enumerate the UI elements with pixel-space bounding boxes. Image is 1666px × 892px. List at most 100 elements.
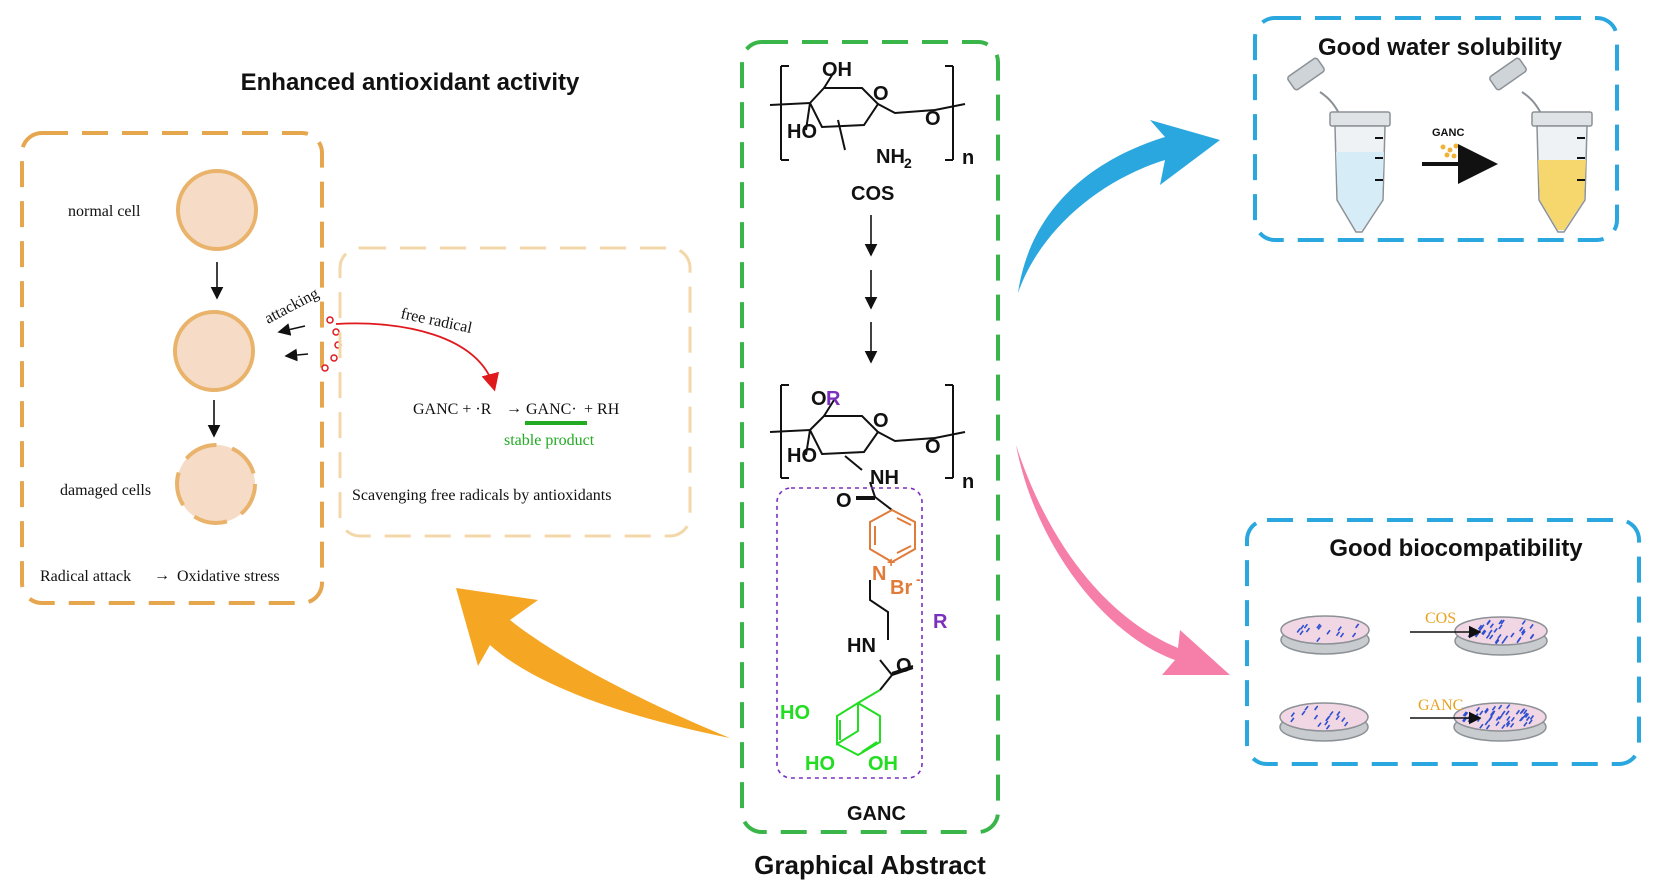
normal-cell [176, 169, 258, 251]
biocompat-box [1245, 518, 1641, 766]
cell-mark [1486, 619, 1491, 625]
cell-mark [1463, 711, 1469, 717]
cell-mark [1505, 720, 1511, 726]
cell-mark [1484, 720, 1489, 726]
free-radical-arrow [335, 322, 500, 392]
cell-mark [1506, 715, 1511, 721]
cell-mark [1317, 624, 1322, 630]
cell-mark [1503, 635, 1509, 641]
cell-mark [1521, 619, 1526, 625]
biocompat-title: Good biocompatibility [1329, 535, 1583, 562]
cell-mark [1326, 629, 1331, 635]
cell-mark [1296, 628, 1301, 633]
petri-dish-4 [1453, 702, 1547, 742]
normal-cell-label: normal cell [68, 203, 141, 220]
bromide-label: Br [890, 577, 912, 599]
ganc-link-o-label: O [925, 436, 941, 458]
cos-oh-label: OH [822, 59, 852, 81]
cell-mark [1484, 708, 1489, 714]
r-group-label: R [933, 611, 948, 633]
cell-mark [1501, 724, 1506, 730]
arrow-to-biocompat [1016, 445, 1230, 675]
solubility-title: Good water solubility [1318, 34, 1563, 61]
cell-mark [1337, 626, 1342, 632]
stable-product-underline [525, 421, 587, 425]
biocompat-cos-label: COS [1425, 610, 1456, 627]
antioxidant-title: Enhanced antioxidant activity [241, 69, 580, 96]
cell-mark [1498, 624, 1503, 630]
cell-mark [1314, 705, 1319, 711]
cell-mark [1509, 722, 1515, 728]
equation-left: GANC + ·R [413, 401, 492, 418]
cell-mark [1501, 710, 1506, 716]
free-radical-label: free radical [399, 305, 474, 337]
cell-mark [1488, 629, 1493, 635]
cell-mark [1326, 715, 1331, 721]
bottom-caption-arrow: → [154, 567, 170, 584]
cos-structure [769, 65, 966, 161]
cell-mark [1506, 704, 1511, 710]
amide-o-label: O [896, 655, 912, 677]
ganc-or-r: R [826, 388, 841, 410]
cell-mark [1525, 716, 1531, 722]
attack-arrow-1 [277, 323, 306, 336]
cell-mark [1495, 721, 1500, 727]
equation-right: + RH [584, 401, 620, 418]
scavenging-box [338, 246, 692, 538]
r-group-box [776, 487, 923, 779]
cell-mark [1523, 712, 1528, 718]
cell-mark [1329, 710, 1334, 716]
pyridinium-plus: + [887, 554, 895, 570]
damaged-cells-label: damaged cells [60, 482, 151, 499]
cell-mark [1517, 636, 1522, 642]
cell-mark [1484, 707, 1489, 713]
stable-product-label: stable product [504, 432, 595, 449]
cell-mark [1501, 639, 1506, 644]
cell-mark [1510, 632, 1515, 638]
cell-mark [1316, 637, 1321, 643]
cell-mark [1505, 710, 1510, 716]
radical-dots [321, 316, 342, 372]
tube-water [1287, 57, 1391, 233]
ganc-ring-o-label: O [873, 410, 889, 432]
cell-mark [1488, 715, 1493, 721]
hn-label: HN [847, 635, 876, 657]
cell-mark [1520, 716, 1525, 722]
cos-n-label: n [962, 147, 974, 169]
cell-mark [1336, 711, 1341, 716]
cell-mark [1493, 627, 1498, 633]
cell-mark [1523, 709, 1528, 715]
cell-mark [1529, 715, 1535, 720]
cell-mark [1491, 710, 1496, 716]
cell-mark [1475, 706, 1481, 712]
carbonyl-o-label: O [836, 490, 852, 512]
cos-link-o-label: O [925, 108, 941, 130]
biocompat-ganc-label: GANC [1418, 697, 1463, 714]
cell-mark [1524, 713, 1530, 719]
gallol-oh-3: OH [868, 753, 898, 775]
cell-mark [1462, 711, 1467, 717]
cos-ho-label: HO [787, 121, 817, 143]
ganc-nh-label: NH [870, 467, 899, 489]
cell-mark [1335, 715, 1340, 721]
cell-mark [1519, 626, 1524, 632]
tube-yellow [1489, 57, 1593, 233]
cell-mark [1495, 639, 1500, 645]
cell-mark [1523, 721, 1528, 727]
pyridinium-n-label: N [872, 563, 886, 585]
bottom-caption-2: Oxidative stress [177, 568, 280, 585]
cell-mark [1481, 629, 1486, 635]
ganc-structure [769, 384, 966, 511]
footer-title: Graphical Abstract [754, 850, 986, 880]
cell-mark [1489, 623, 1494, 629]
cell-mark [1529, 623, 1534, 629]
cos-label: COS [851, 183, 894, 205]
cos-nh2-subscript: 2 [904, 155, 912, 171]
bottom-caption-1: Radical attack [40, 568, 131, 585]
petri-dish-3 [1279, 702, 1369, 742]
cell-dots [1290, 619, 1535, 730]
ganc-n-label: n [962, 471, 974, 493]
cell-mark [1528, 719, 1533, 725]
cell-mark [1520, 628, 1526, 634]
